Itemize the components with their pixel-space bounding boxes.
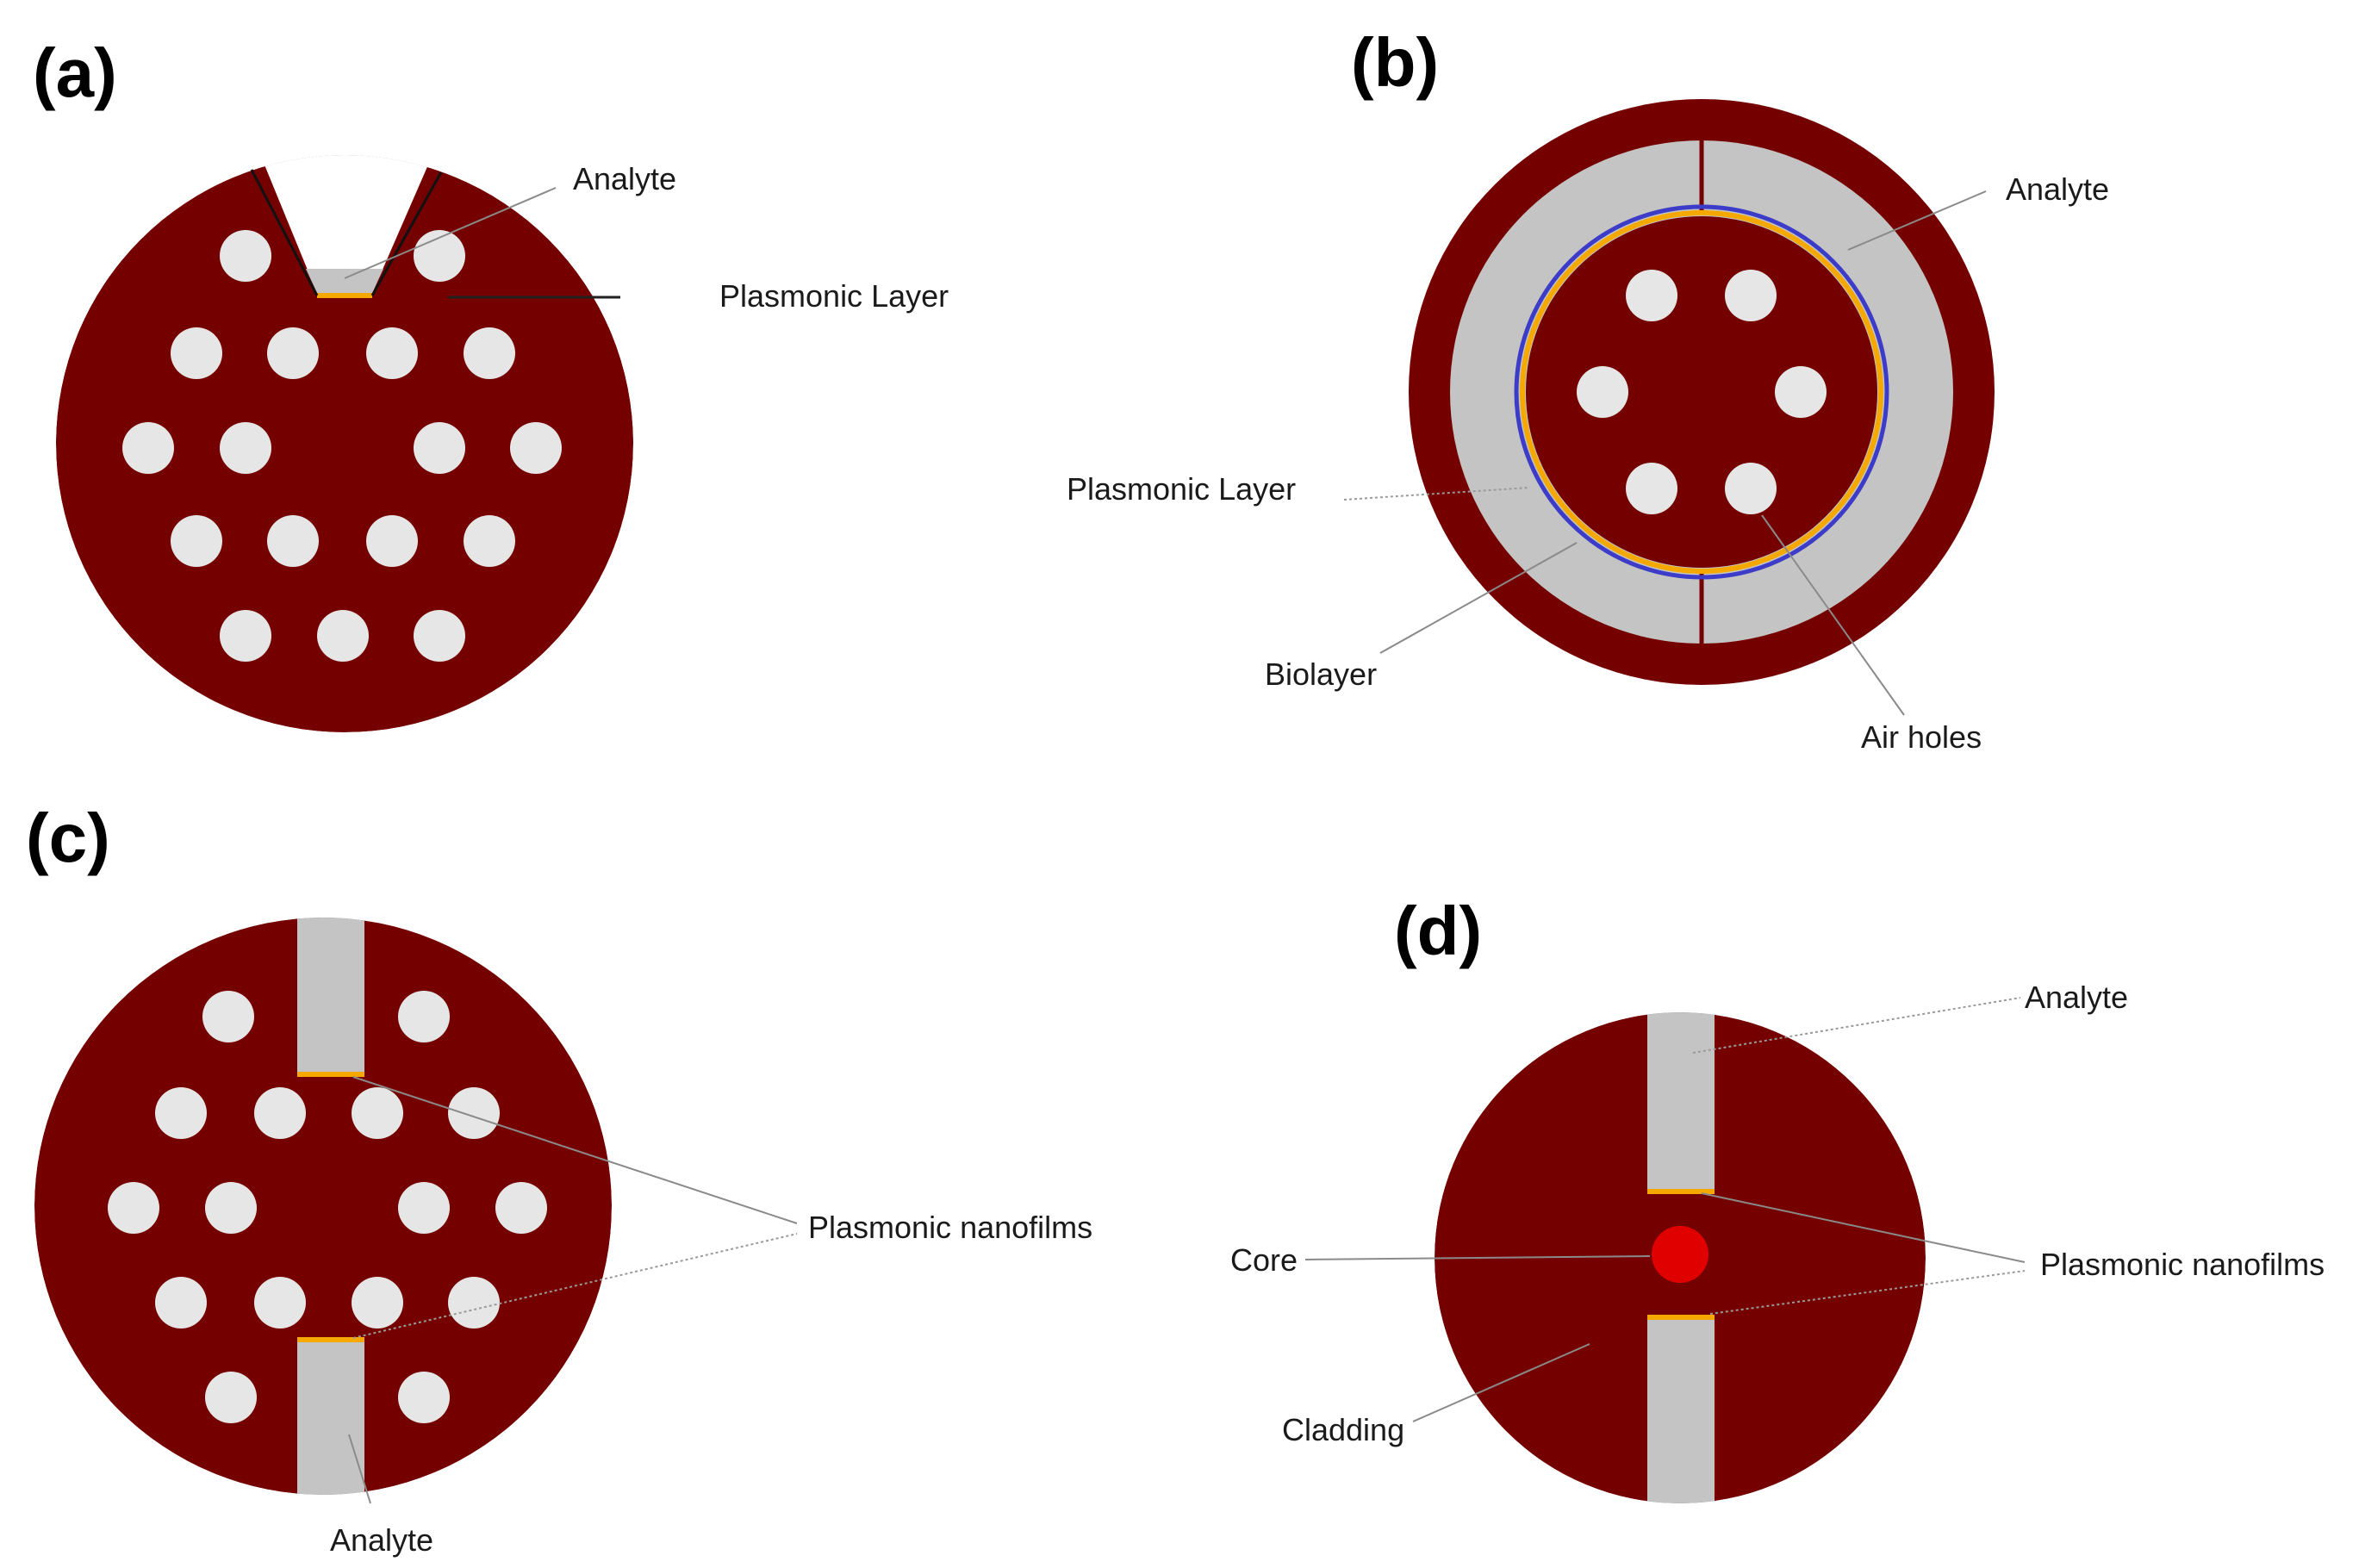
fiber-c [34, 918, 612, 1495]
core-d [1652, 1226, 1708, 1283]
air-hole [267, 327, 319, 379]
air-hole [464, 515, 515, 567]
air-holes-b [1577, 270, 1827, 514]
groove-edge [370, 171, 443, 296]
air-hole [254, 1087, 306, 1139]
analyte-channel-top-c [297, 918, 364, 1073]
air-hole [1725, 463, 1777, 514]
air-hole [317, 610, 369, 662]
air-hole [1577, 366, 1628, 418]
air-hole [108, 1182, 159, 1234]
air-hole [171, 515, 222, 567]
panel-d-label: (d) [1394, 893, 1482, 969]
cladding-a [56, 155, 633, 732]
leader-cladding-d [1412, 1343, 1590, 1422]
plasmonic-layer-b [1520, 210, 1883, 574]
air-hole [202, 991, 254, 1042]
air-hole [254, 1277, 306, 1328]
panel-c-label: (c) [26, 800, 110, 876]
label-plasmonic-layer-a: Plasmonic Layer [719, 278, 949, 314]
label-biolayer-b: Biolayer [1265, 656, 1377, 692]
air-hole [352, 1087, 403, 1139]
label-plasmonic-nanofilms-c: Plasmonic nanofilms [808, 1210, 1092, 1245]
air-hole [155, 1087, 207, 1139]
air-hole [398, 1372, 450, 1423]
cladding-c [34, 918, 612, 1495]
panel-b-label: (b) [1351, 24, 1439, 101]
label-plasmonic-layer-b: Plasmonic Layer [1067, 471, 1296, 507]
air-hole [464, 327, 515, 379]
analyte-channel-top-d [1647, 1012, 1715, 1191]
air-hole [122, 422, 174, 474]
leader-analyte-a [344, 187, 557, 279]
air-hole [205, 1182, 257, 1234]
air-hole [398, 991, 450, 1042]
air-hole [366, 327, 418, 379]
air-hole [1626, 463, 1677, 514]
air-hole [366, 515, 418, 567]
air-hole [1775, 366, 1827, 418]
label-analyte-b: Analyte [2006, 171, 2109, 207]
fiber-a [56, 155, 633, 732]
air-hole [448, 1087, 500, 1139]
air-hole [414, 422, 465, 474]
label-analyte-a: Analyte [573, 161, 676, 196]
label-analyte-d: Analyte [2025, 980, 2128, 1015]
air-hole [398, 1182, 450, 1234]
leader-nanofilm-bottom-c [352, 1233, 798, 1339]
leader-core-d [1304, 1255, 1651, 1260]
leader-biolayer-b [1379, 542, 1578, 654]
air-hole [220, 230, 271, 282]
leader-airholes-b [1761, 514, 1905, 716]
leader-nanofilm-top-d [1701, 1192, 2026, 1263]
air-hole [510, 422, 562, 474]
label-air-holes-b: Air holes [1861, 719, 1982, 755]
analyte-a [306, 269, 383, 293]
air-hole [1725, 270, 1777, 321]
air-hole [1626, 270, 1677, 321]
panel-d: (d) Analyte Core Plasmonic nanofilms Cla… [1230, 893, 2325, 1503]
label-plasmonic-nanofilms-d: Plasmonic nanofilms [2040, 1247, 2325, 1282]
leader-nanofilm-bottom-d [1709, 1270, 2026, 1315]
leader-analyte-b [1847, 190, 1987, 251]
leader-nanofilm-top-c [352, 1076, 798, 1224]
air-hole [448, 1277, 500, 1328]
v-groove-a [250, 155, 444, 297]
air-hole [414, 610, 465, 662]
biolayer-b [1514, 204, 1889, 580]
core-region-b [1526, 216, 1877, 568]
air-hole [220, 422, 271, 474]
analyte-channel-bottom-d [1647, 1318, 1715, 1503]
analyte-channel-bottom-c [297, 1340, 364, 1495]
air-hole [352, 1277, 403, 1328]
panel-b: (b) Analyte Plasmonic Layer Biolayer Air… [1067, 24, 2109, 755]
panel-c: (c) Plasmonic [26, 800, 1092, 1558]
label-cladding-d: Cladding [1282, 1412, 1404, 1447]
air-hole [205, 1372, 257, 1423]
label-analyte-c: Analyte [330, 1522, 433, 1558]
air-hole [171, 327, 222, 379]
groove-edge [250, 169, 319, 296]
leader-analyte-c [348, 1434, 371, 1504]
panel-a-label: (a) [33, 34, 117, 111]
air-hole [155, 1277, 207, 1328]
panel-a: (a) [33, 34, 949, 732]
air-holes-c [108, 991, 547, 1423]
air-holes-a [122, 230, 562, 662]
label-core-d: Core [1230, 1242, 1298, 1278]
leader-analyte-d [1692, 997, 2021, 1054]
air-hole [267, 515, 319, 567]
air-hole [495, 1182, 547, 1234]
air-hole [220, 610, 271, 662]
